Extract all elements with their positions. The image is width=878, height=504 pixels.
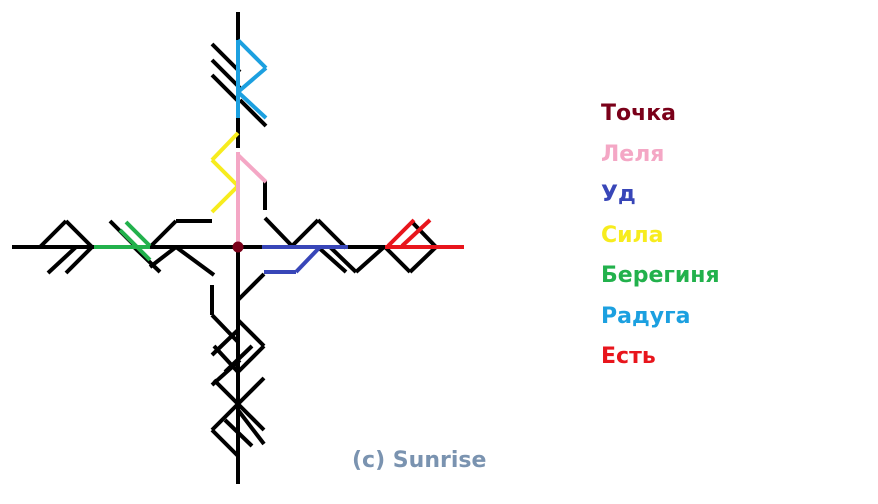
lelya-rune: [236, 152, 268, 247]
legend-item-raduga: Радуга: [601, 303, 691, 329]
black-rune-strokes: [12, 12, 438, 484]
beregina-rune: [94, 220, 152, 262]
sila-rune: [210, 131, 240, 214]
tochka-point: [232, 241, 244, 253]
legend-item-lelya: Леля: [601, 141, 665, 167]
raduga-rune: [236, 38, 268, 120]
ud-rune: [262, 245, 348, 274]
copyright-text: (c) Sunrise: [352, 448, 487, 473]
legend-item-beregina: Берегиня: [601, 263, 720, 288]
legend-item-est: Есть: [601, 344, 656, 369]
legend: Точка Леля Уд Сила Берегиня Радуга Есть: [601, 94, 720, 378]
legend-item-tochka: Точка: [601, 101, 677, 126]
legend-item-sila: Сила: [601, 222, 664, 248]
est-rune: [385, 218, 464, 249]
legend-item-ud: Уд: [601, 182, 636, 207]
